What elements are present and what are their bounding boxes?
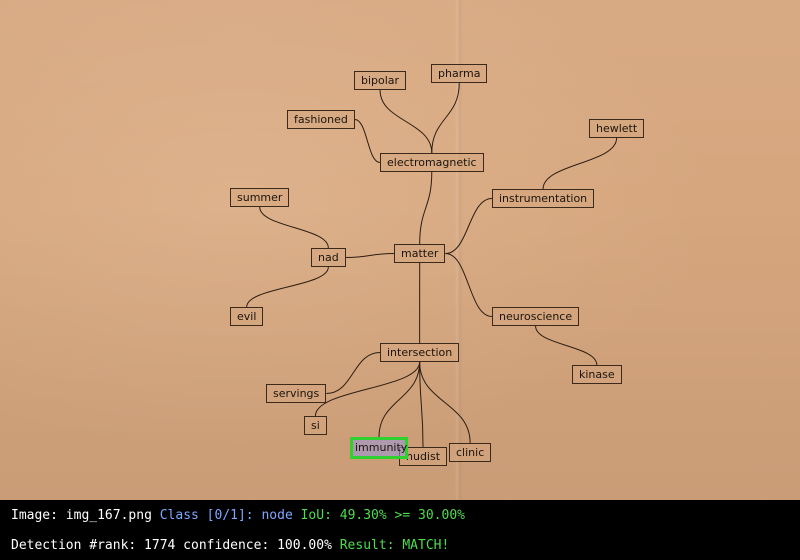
edge-intersection-clinic: [419, 361, 471, 444]
node-electromagnetic[interactable]: electromagnetic: [380, 153, 484, 172]
node-bipolar[interactable]: bipolar: [354, 71, 407, 90]
edge-matter-neuroscience: [445, 253, 493, 317]
node-evil[interactable]: evil: [230, 307, 264, 326]
node-pharma[interactable]: pharma: [431, 64, 488, 83]
iou-text: IoU: 49.30% >= 30.00%: [300, 508, 465, 523]
node-intersection[interactable]: intersection: [380, 343, 460, 362]
image-prefix: Image:: [11, 508, 66, 523]
node-si[interactable]: si: [304, 416, 327, 435]
edge-matter-instrumentation: [445, 198, 493, 254]
edge-intersection-servings: [326, 352, 381, 394]
edge-matter-nad: [345, 253, 395, 258]
status-line-2: Detection #rank: 1774 confidence: 100.00…: [11, 538, 449, 553]
edge-neuroscience-kinase: [535, 325, 598, 366]
node-nudist[interactable]: nudist: [399, 447, 448, 466]
node-kinase[interactable]: kinase: [572, 365, 622, 384]
node-clinic[interactable]: clinic: [449, 443, 492, 462]
node-immunity[interactable]: immunity: [355, 441, 408, 454]
image-name: img_167.png: [65, 508, 152, 523]
node-neuroscience[interactable]: neuroscience: [492, 307, 580, 326]
node-matter[interactable]: matter: [394, 244, 446, 263]
node-summer[interactable]: summer: [230, 188, 290, 207]
edge-electromagnetic-bipolar: [379, 89, 433, 154]
edge-instrumentation-hewlett: [542, 137, 618, 190]
detection-box: [350, 437, 408, 459]
mind-map-canvas: bipolar pharma fashioned hewlett electro…: [0, 0, 800, 500]
node-fashioned[interactable]: fashioned: [287, 110, 355, 129]
edge-intersection-nudist: [419, 361, 424, 448]
edge-layer: [246, 82, 618, 448]
edge-intersection-si: [314, 361, 421, 417]
node-servings[interactable]: servings: [266, 384, 327, 403]
edge-matter-electromagnetic: [419, 171, 433, 245]
edge-nad-evil: [246, 266, 329, 308]
edge-electromagnetic-fashioned: [354, 119, 381, 163]
rank-text: Detection #rank: 1774 confidence: 100.00…: [11, 538, 332, 553]
status-bar: Image: img_167.png Class [0/1]: node IoU…: [0, 500, 800, 560]
edge-electromagnetic-pharma: [431, 82, 460, 154]
node-nad[interactable]: nad: [311, 248, 346, 267]
node-instrumentation[interactable]: instrumentation: [492, 189, 595, 208]
result-text: Result: MATCH!: [339, 538, 450, 553]
node-hewlett[interactable]: hewlett: [589, 119, 645, 138]
status-line-1: Image: img_167.png Class [0/1]: node IoU…: [11, 508, 465, 523]
class-text: Class [0/1]: node: [159, 508, 293, 523]
edge-nad-summer: [259, 206, 329, 249]
edge-intersection-immunity: [378, 361, 421, 438]
